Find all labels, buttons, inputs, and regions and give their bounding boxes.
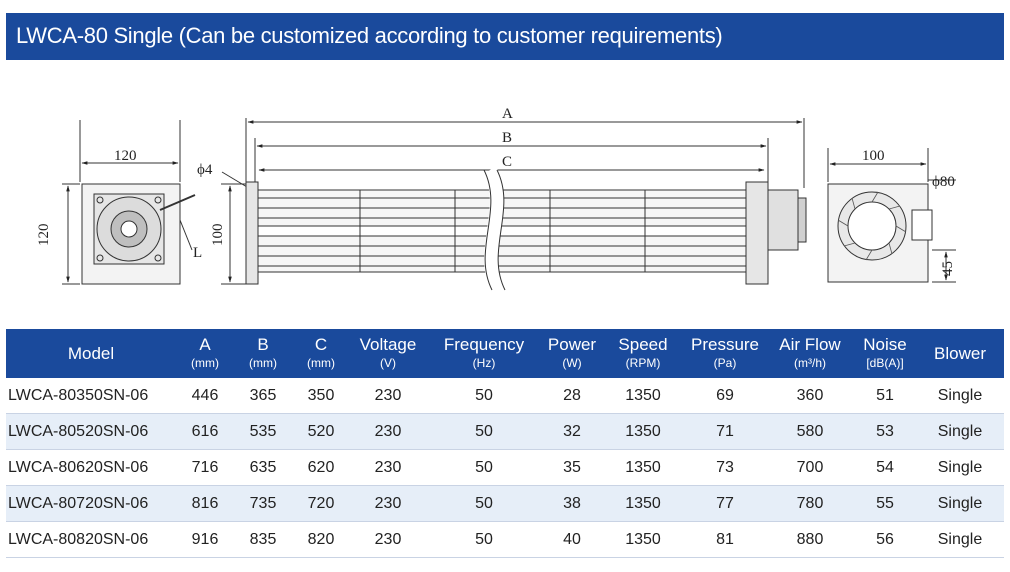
cell-power: 28 bbox=[542, 378, 602, 414]
header-a: A(mm) bbox=[176, 329, 234, 378]
cell-c: 720 bbox=[292, 485, 350, 522]
cell-air-flow: 360 bbox=[766, 378, 854, 414]
cell-pressure: 73 bbox=[684, 449, 766, 486]
center-side-view bbox=[221, 118, 807, 294]
cell-pressure: 81 bbox=[684, 521, 766, 558]
cell-a: 816 bbox=[176, 485, 234, 522]
left-L-label: L bbox=[193, 245, 202, 261]
cell-speed: 1350 bbox=[602, 413, 684, 450]
cell-model: LWCA-80520SN-06 bbox=[6, 413, 176, 450]
cell-air-flow: 580 bbox=[766, 413, 854, 450]
table-row: LWCA-80620SN-06 716 635 620 230 50 35 13… bbox=[6, 449, 1004, 486]
header-speed: Speed(RPM) bbox=[602, 329, 684, 378]
right-width-label: 100 bbox=[862, 148, 885, 164]
cell-air-flow: 780 bbox=[766, 485, 854, 522]
cell-c: 620 bbox=[292, 449, 350, 486]
cell-c: 520 bbox=[292, 413, 350, 450]
cell-noise: 53 bbox=[854, 413, 916, 450]
drawing-svg: 120 120 L bbox=[36, 106, 956, 294]
page-title: LWCA-80 Single (Can be customized accord… bbox=[16, 23, 723, 48]
cell-noise: 56 bbox=[854, 521, 916, 558]
cell-pressure: 71 bbox=[684, 413, 766, 450]
cell-power: 35 bbox=[542, 449, 602, 486]
impeller-blades-icon bbox=[837, 191, 907, 261]
table-row: LWCA-80350SN-06 446 365 350 230 50 28 13… bbox=[6, 378, 1004, 414]
left-width-label: 120 bbox=[114, 148, 137, 164]
cell-power: 38 bbox=[542, 485, 602, 522]
cell-noise: 55 bbox=[854, 485, 916, 522]
header-frequency: Frequency(Hz) bbox=[426, 329, 542, 378]
cell-frequency: 50 bbox=[426, 485, 542, 522]
cell-frequency: 50 bbox=[426, 449, 542, 486]
cell-power: 40 bbox=[542, 521, 602, 558]
cell-power: 32 bbox=[542, 413, 602, 450]
cell-air-flow: 880 bbox=[766, 521, 854, 558]
cell-frequency: 50 bbox=[426, 521, 542, 558]
cell-speed: 1350 bbox=[602, 485, 684, 522]
cell-air-flow: 700 bbox=[766, 449, 854, 486]
cell-voltage: 230 bbox=[350, 521, 426, 558]
header-pressure: Pressure(Pa) bbox=[684, 329, 766, 378]
technical-drawing: 120 120 L bbox=[0, 60, 1010, 330]
cell-speed: 1350 bbox=[602, 449, 684, 486]
phi4-label: ϕ4 bbox=[197, 162, 213, 178]
dim-A-label: A bbox=[502, 106, 513, 122]
spec-table: Model A(mm) B(mm) C(mm) Voltage(V) Frequ… bbox=[6, 329, 1004, 558]
cell-a: 616 bbox=[176, 413, 234, 450]
cell-frequency: 50 bbox=[426, 413, 542, 450]
cell-b: 535 bbox=[234, 413, 292, 450]
cell-speed: 1350 bbox=[602, 378, 684, 414]
cell-noise: 54 bbox=[854, 449, 916, 486]
cell-blower: Single bbox=[916, 485, 1004, 522]
cell-pressure: 69 bbox=[684, 378, 766, 414]
table-row: LWCA-80520SN-06 616 535 520 230 50 32 13… bbox=[6, 413, 1004, 450]
right-phi80-label: ϕ80 bbox=[932, 174, 955, 190]
cell-frequency: 50 bbox=[426, 378, 542, 414]
header-power: Power(W) bbox=[542, 329, 602, 378]
right-end-view bbox=[827, 148, 956, 283]
cell-b: 635 bbox=[234, 449, 292, 486]
header-model: Model bbox=[6, 329, 176, 378]
cell-b: 365 bbox=[234, 378, 292, 414]
table-header-row: Model A(mm) B(mm) C(mm) Voltage(V) Frequ… bbox=[6, 329, 1004, 378]
title-bar: LWCA-80 Single (Can be customized accord… bbox=[6, 13, 1004, 60]
header-air-flow: Air Flow(m³/h) bbox=[766, 329, 854, 378]
cell-voltage: 230 bbox=[350, 378, 426, 414]
left-end-view bbox=[62, 120, 196, 285]
left-height-label: 120 bbox=[36, 224, 52, 247]
dim-C-label: C bbox=[502, 154, 512, 170]
cell-c: 350 bbox=[292, 378, 350, 414]
cell-voltage: 230 bbox=[350, 485, 426, 522]
cell-blower: Single bbox=[916, 378, 1004, 414]
cell-blower: Single bbox=[916, 521, 1004, 558]
header-voltage: Voltage(V) bbox=[350, 329, 426, 378]
cell-a: 446 bbox=[176, 378, 234, 414]
cell-a: 716 bbox=[176, 449, 234, 486]
header-blower: Blower bbox=[916, 329, 1004, 378]
cell-voltage: 230 bbox=[350, 413, 426, 450]
dim-B-label: B bbox=[502, 130, 512, 146]
cell-model: LWCA-80620SN-06 bbox=[6, 449, 176, 486]
header-b: B(mm) bbox=[234, 329, 292, 378]
header-c: C(mm) bbox=[292, 329, 350, 378]
cell-voltage: 230 bbox=[350, 449, 426, 486]
cell-speed: 1350 bbox=[602, 521, 684, 558]
cell-model: LWCA-80820SN-06 bbox=[6, 521, 176, 558]
header-noise: Noise[dB(A)] bbox=[854, 329, 916, 378]
cell-b: 835 bbox=[234, 521, 292, 558]
table-row: LWCA-80820SN-06 916 835 820 230 50 40 13… bbox=[6, 521, 1004, 558]
cell-pressure: 77 bbox=[684, 485, 766, 522]
cell-blower: Single bbox=[916, 449, 1004, 486]
right-45-label: 45 bbox=[940, 261, 956, 276]
cell-noise: 51 bbox=[854, 378, 916, 414]
table-row: LWCA-80720SN-06 816 735 720 230 50 38 13… bbox=[6, 485, 1004, 522]
cell-a: 916 bbox=[176, 521, 234, 558]
cell-b: 735 bbox=[234, 485, 292, 522]
cell-c: 820 bbox=[292, 521, 350, 558]
cell-blower: Single bbox=[916, 413, 1004, 450]
cell-model: LWCA-80350SN-06 bbox=[6, 378, 176, 414]
cell-model: LWCA-80720SN-06 bbox=[6, 485, 176, 522]
dim-100-vertical-label: 100 bbox=[210, 224, 226, 247]
